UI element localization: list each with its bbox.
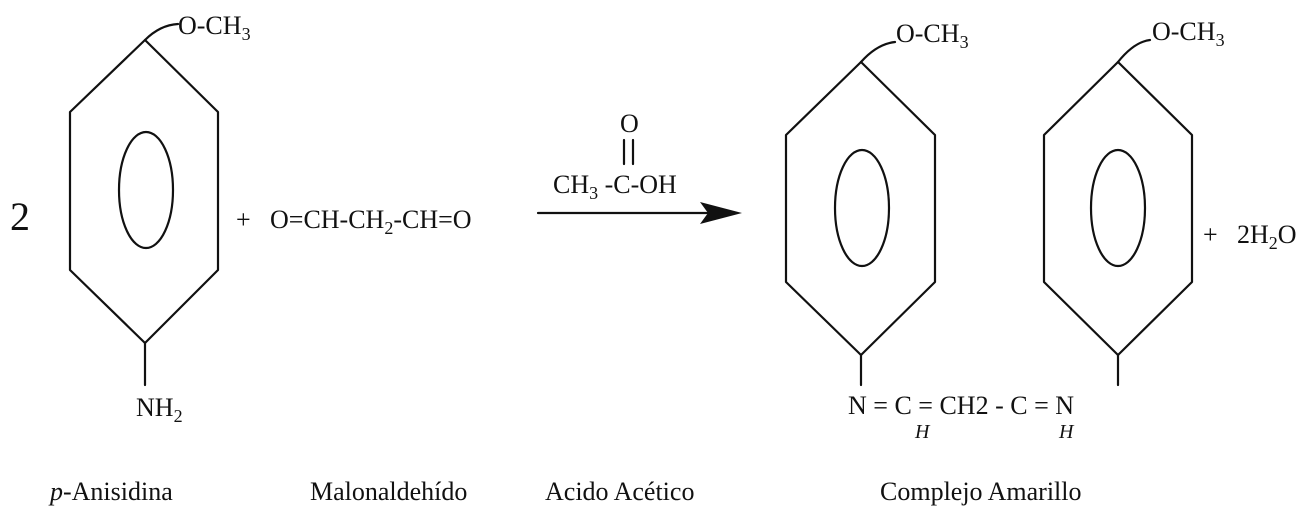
methoxy-bond [143, 22, 180, 42]
acetic-acid-formula: CH3 -C-OH [553, 170, 677, 203]
methoxy-bond-right [1116, 38, 1152, 64]
caption-malonaldehido: Malonaldehído [310, 477, 467, 506]
carbonyl-oxygen: O [620, 109, 639, 138]
methoxy-group: O-CH3 [178, 11, 251, 44]
methoxy-group-left: O-CH3 [896, 19, 969, 52]
methoxy-group-right: O-CH3 [1152, 17, 1225, 50]
amine-group: NH2 [136, 393, 183, 426]
water-formula: 2H2O [1237, 220, 1297, 253]
benzene-ring-product-right [1042, 60, 1194, 357]
plus-sign-product: + [1203, 220, 1218, 249]
imine-bridge: N = C = CH2 - C = N [848, 391, 1074, 420]
hydrogen-right: H [1058, 421, 1075, 443]
reaction-arrow-head [700, 202, 742, 224]
caption-complejo-amarillo: Complejo Amarillo [880, 477, 1082, 506]
methoxy-bond-left [859, 40, 897, 64]
coefficient-2: 2 [10, 194, 30, 239]
benzene-ring-reactant [68, 38, 220, 345]
plus-sign: + [236, 205, 251, 234]
benzene-ring-product-left [784, 60, 937, 357]
caption-p-anisidina: p-Anisidina [48, 477, 173, 506]
caption-acido-acetico: Acido Acético [545, 477, 694, 506]
malonaldehyde-formula: O=CH-CH2-CH=O [270, 205, 472, 238]
hydrogen-left: H [914, 421, 931, 443]
